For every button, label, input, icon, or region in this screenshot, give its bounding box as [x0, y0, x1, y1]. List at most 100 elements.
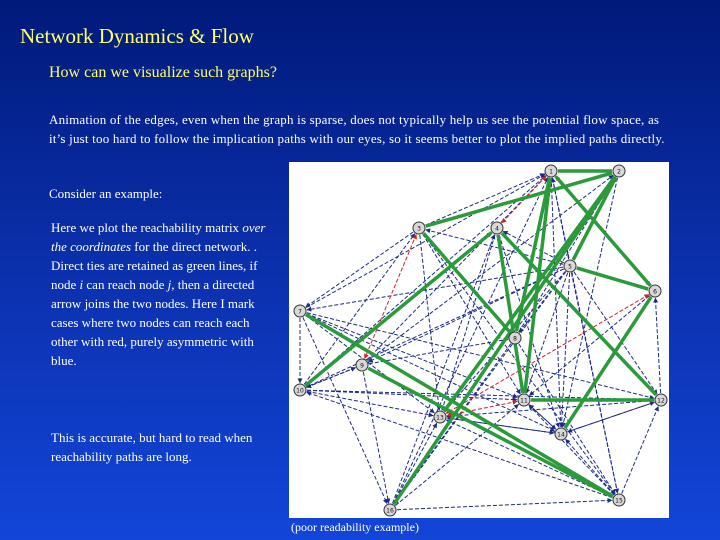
- graph-node: 1: [544, 164, 558, 178]
- graph-node-label: 8: [513, 336, 517, 343]
- graph-node-circle: [648, 284, 662, 298]
- graph-node-circle: [612, 493, 626, 507]
- direct-edge: [500, 231, 658, 397]
- mutual-edge: [445, 294, 650, 414]
- direct-edge: [442, 175, 617, 413]
- direct-edge: [563, 295, 653, 430]
- asymmetric-edge: [305, 231, 414, 308]
- graph-node-label: 14: [557, 432, 565, 439]
- asymmetric-edge: [419, 234, 442, 411]
- graph-node-label: 2: [617, 169, 621, 176]
- asymmetric-edge: [366, 175, 547, 361]
- asymmetric-edge: [362, 371, 391, 504]
- direct-edge: [425, 171, 613, 228]
- asymmetric-edge: [392, 234, 496, 504]
- graph-node-label: 15: [615, 498, 623, 505]
- graph-node: 2: [612, 164, 626, 178]
- graph-node-label: 4: [495, 226, 499, 233]
- asymmetric-edge: [502, 230, 565, 264]
- graph-node-label: 1: [549, 169, 553, 176]
- slide-subtitle: How can we visualize such graphs?: [49, 64, 277, 81]
- asymmetric-edge: [305, 173, 546, 309]
- slide-title: Network Dynamics & Flow: [20, 24, 254, 48]
- graph-node-circle: [544, 164, 558, 178]
- graph-node-circle: [412, 221, 426, 235]
- graph-caption: (poor readability example): [291, 520, 419, 534]
- graph-node-label: 9: [360, 363, 364, 370]
- graph-node-label: 16: [386, 508, 394, 515]
- asymmetric-edge: [548, 177, 562, 428]
- graph-node-circle: [293, 304, 307, 318]
- graph-node-circle: [293, 383, 307, 397]
- asymmetric-edge: [653, 297, 662, 394]
- graph-node: 16: [383, 503, 397, 517]
- explain-text-2: for the direct network. . Direct ties ar…: [51, 239, 258, 292]
- asymmetric-edge: [550, 177, 619, 494]
- graph-node-label: 7: [298, 309, 302, 316]
- intro-paragraph: Animation of the edges, even when the gr…: [49, 112, 665, 146]
- graph-node: 13: [433, 410, 447, 424]
- explain-var-j: j: [167, 277, 172, 292]
- graph-node-circle: [508, 331, 522, 345]
- explain-text-3: can reach node: [83, 277, 168, 292]
- graph-node: 11: [517, 393, 531, 407]
- graph-node-circle: [490, 221, 504, 235]
- asymmetric-edge: [621, 405, 659, 494]
- graph-node-circle: [654, 393, 668, 407]
- asymmetric-edge: [395, 404, 519, 506]
- graph-node-label: 6: [653, 289, 657, 296]
- consider-label: Consider an example:: [49, 186, 163, 201]
- graph-node-label: 13: [436, 415, 444, 422]
- graph-node: 12: [654, 393, 668, 407]
- graph-node-circle: [355, 358, 369, 372]
- explain-text-1: Here we plot the reachability matrix: [51, 220, 243, 235]
- explain-text-4: , then a directed arrow joins the two no…: [51, 277, 255, 368]
- asymmetric-edge: [306, 266, 564, 312]
- asymmetric-edge: [573, 271, 658, 395]
- mutual-edge: [364, 234, 417, 359]
- graph-node-circle: [517, 393, 531, 407]
- asymmetric-edge: [422, 233, 521, 395]
- graph-node-circle: [383, 503, 397, 517]
- asymmetric-edge: [565, 438, 615, 496]
- graph-node-label: 3: [417, 226, 421, 233]
- asymmetric-edge: [302, 317, 388, 505]
- graph-node-circle: [433, 410, 447, 424]
- asymmetric-edge: [392, 422, 438, 505]
- graph-node: 3: [412, 221, 426, 235]
- graph-node-circle: [612, 164, 626, 178]
- direct-edge: [392, 175, 617, 506]
- direct-edge: [496, 234, 525, 394]
- graph-node: 7: [293, 304, 307, 318]
- graph-node-label: 11: [520, 398, 528, 405]
- asymmetric-edge: [446, 400, 655, 419]
- graph-node-label: 12: [657, 398, 665, 405]
- direct-edge: [571, 176, 618, 261]
- graph-node: 5: [563, 259, 577, 273]
- graph-node: 10: [293, 383, 307, 397]
- explanation-paragraph: Here we plot the reachability matrix ove…: [51, 218, 273, 370]
- asymmetric-edge: [305, 268, 564, 388]
- graph-node: 9: [355, 358, 369, 372]
- direct-edge: [304, 231, 493, 387]
- asymmetric-edge: [306, 367, 356, 389]
- asymmetric-edge: [393, 271, 567, 505]
- graph-node: 4: [490, 221, 504, 235]
- graph-node: 14: [554, 427, 568, 441]
- asymmetric-edge: [396, 498, 613, 511]
- asymmetric-edge: [425, 173, 546, 226]
- asymmetric-edge: [303, 233, 416, 385]
- asymmetric-edge: [528, 295, 650, 396]
- graph-node: 8: [508, 331, 522, 345]
- direct-edge: [576, 266, 649, 291]
- direct-edge: [554, 175, 652, 287]
- direct-edge: [367, 366, 614, 499]
- asymmetric-edge: [528, 404, 615, 496]
- asymmetric-edge: [445, 419, 613, 498]
- accuracy-note: This is accurate, but hard to read when …: [51, 430, 253, 464]
- graph-node: 15: [612, 493, 626, 507]
- graph-node: 6: [648, 284, 662, 298]
- explain-var-i: i: [79, 277, 84, 292]
